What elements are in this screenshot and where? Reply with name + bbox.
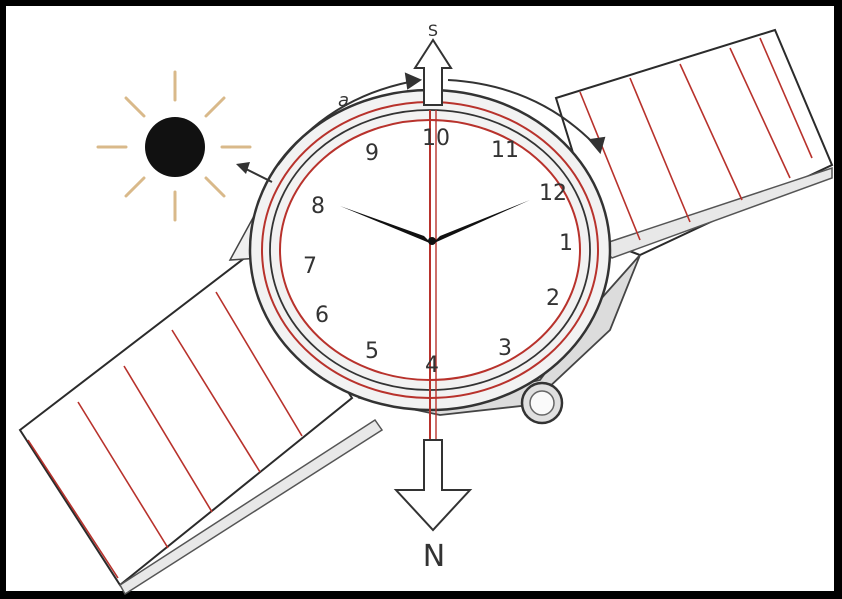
arc-label: a xyxy=(338,90,349,111)
dial-number: 7 xyxy=(303,254,317,279)
dial-number: 8 xyxy=(311,194,325,219)
dial-number: 1 xyxy=(559,231,573,256)
dial-number: 5 xyxy=(365,339,379,364)
dial-number: 6 xyxy=(315,303,329,328)
dial-number: 2 xyxy=(546,286,560,311)
dial-number: 10 xyxy=(422,126,450,151)
dial-number: 3 xyxy=(498,336,512,361)
north-letter: N xyxy=(423,539,445,574)
dial-number: 9 xyxy=(365,141,379,166)
crown xyxy=(522,383,562,423)
dial-number: 12 xyxy=(539,181,567,206)
dial-number: 4 xyxy=(425,353,439,378)
dial-number: 11 xyxy=(491,138,519,163)
south-letter: S xyxy=(428,21,438,40)
